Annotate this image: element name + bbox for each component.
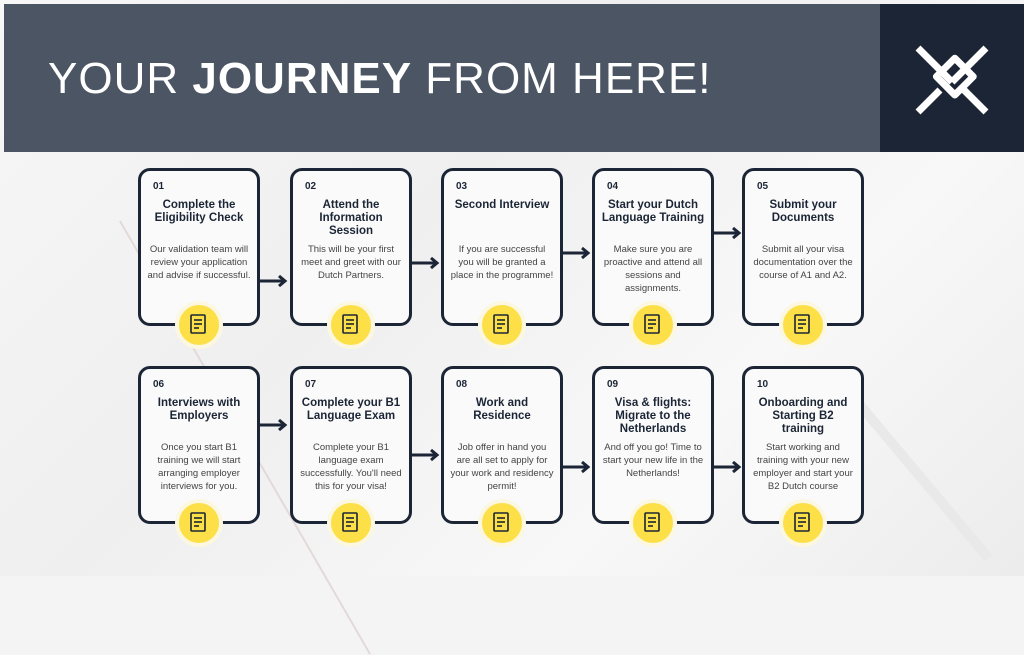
step-title: Start your Dutch Language Training bbox=[601, 199, 705, 224]
step-number: 03 bbox=[456, 181, 468, 192]
step-number: 02 bbox=[305, 181, 317, 192]
arrow-right-icon bbox=[412, 448, 440, 462]
step-card-10: 10 Onboarding and Starting B2 training S… bbox=[742, 366, 864, 547]
step-description: And off you go! Time to start your new l… bbox=[602, 442, 704, 479]
step-card-06: 06 Interviews with Employers Once you st… bbox=[138, 366, 260, 547]
step-title: Complete the Eligibility Check bbox=[154, 199, 244, 224]
step-number: 04 bbox=[607, 181, 619, 192]
step-title: Attend the Information Session bbox=[319, 199, 383, 237]
step-description: Submit all your visa documentation over … bbox=[753, 244, 853, 281]
header-banner: YOUR JOURNEY FROM HERE! bbox=[4, 4, 880, 152]
step-card-01: 01 Complete the Eligibility Check Our va… bbox=[138, 168, 260, 349]
step-title: Onboarding and Starting B2 training bbox=[758, 397, 848, 435]
step-number: 06 bbox=[153, 379, 165, 390]
arrow-right-icon bbox=[714, 460, 742, 474]
step-description: Job offer in hand you are all set to app… bbox=[450, 442, 554, 492]
step-description: Start working and training with your new… bbox=[753, 442, 853, 492]
step-card-07: 07 Complete your B1 Language Exam Comple… bbox=[290, 366, 412, 547]
arrow-right-icon bbox=[714, 226, 742, 240]
step-title: Second Interview bbox=[454, 199, 550, 211]
step-description: This will be your first meet and greet w… bbox=[301, 244, 401, 281]
step-number: 01 bbox=[153, 181, 165, 192]
growth-chart-icon bbox=[478, 499, 526, 547]
certificate-check-icon bbox=[779, 499, 827, 547]
step-title: Interviews with Employers bbox=[157, 397, 241, 422]
step-card-05: 05 Submit your Documents Submit all your… bbox=[742, 168, 864, 349]
step-description: If you are successful you will be grante… bbox=[450, 244, 554, 281]
arrow-right-icon bbox=[563, 460, 591, 474]
step-title: Visa & flights: Migrate to the Netherlan… bbox=[614, 397, 692, 435]
step-card-09: 09 Visa & flights: Migrate to the Nether… bbox=[592, 366, 714, 547]
logo-box bbox=[880, 4, 1024, 152]
arrow-right-icon bbox=[412, 256, 440, 270]
step-card-03: 03 Second Interview If you are successfu… bbox=[441, 168, 563, 349]
step-number: 09 bbox=[607, 379, 619, 390]
step-title: Submit your Documents bbox=[769, 199, 837, 224]
documents-briefcase-icon bbox=[779, 301, 827, 349]
step-number: 10 bbox=[757, 379, 769, 390]
step-card-04: 04 Start your Dutch Language Training Ma… bbox=[592, 168, 714, 349]
step-card-08: 08 Work and Residence Job offer in hand … bbox=[441, 366, 563, 547]
video-interview-icon bbox=[478, 301, 526, 349]
step-description: Our validation team will review your app… bbox=[147, 244, 251, 281]
arrow-right-icon bbox=[260, 418, 288, 432]
step-card-02: 02 Attend the Information Session This w… bbox=[290, 168, 412, 349]
step-title: Complete your B1 Language Exam bbox=[301, 397, 401, 422]
presentation-board-icon bbox=[629, 499, 677, 547]
step-description: Once you start B1 training we will start… bbox=[157, 442, 241, 492]
people-training-icon bbox=[629, 301, 677, 349]
exam-pen-icon bbox=[327, 499, 375, 547]
document-search-icon bbox=[175, 301, 223, 349]
step-title: Work and Residence bbox=[473, 397, 531, 422]
monitor-chat-icon bbox=[327, 301, 375, 349]
step-description: Complete your B1 language exam successfu… bbox=[300, 442, 402, 492]
hand-chat-icon bbox=[175, 499, 223, 547]
page-title: YOUR JOURNEY FROM HERE! bbox=[48, 54, 712, 103]
step-number: 08 bbox=[456, 379, 468, 390]
arrow-right-icon bbox=[260, 274, 288, 288]
step-number: 07 bbox=[305, 379, 317, 390]
arrow-right-icon bbox=[563, 246, 591, 260]
step-description: Make sure you are proactive and attend a… bbox=[603, 244, 703, 294]
step-number: 05 bbox=[757, 181, 769, 192]
logo-icon bbox=[915, 45, 989, 115]
